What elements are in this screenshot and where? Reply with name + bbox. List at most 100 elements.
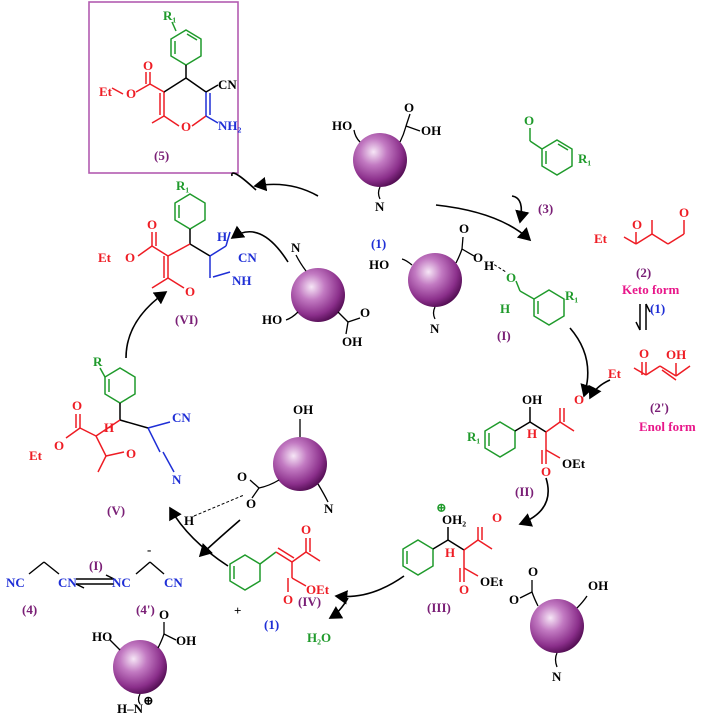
act-ald-h: H <box>500 301 510 316</box>
cat-top-oh: OH <box>421 123 441 138</box>
malononitrile-structures <box>28 561 165 575</box>
ii-o2: O <box>541 464 551 479</box>
mal-nc: NC <box>6 575 25 590</box>
product-ring-o: O <box>181 119 191 134</box>
act-ald-o: O <box>506 270 516 285</box>
v-o-ester: O <box>72 398 82 413</box>
iv-oet: OEt <box>306 582 330 597</box>
vi-o: O <box>125 250 135 265</box>
ketoester-structure <box>623 220 685 245</box>
label-malononitrile-4: (4) <box>22 602 37 617</box>
catalyst-sphere-activated <box>408 253 462 307</box>
label-intermediate-IV: (IV) <box>298 594 321 609</box>
vi-o-ester: O <box>147 217 157 232</box>
cycle-arrows <box>125 172 611 619</box>
act-o: O <box>459 221 469 236</box>
carb-cn: CN <box>164 575 183 590</box>
catalyst-sphere-bottom-right <box>530 599 584 653</box>
cat-v-oh: OH <box>293 402 313 417</box>
plus-sign: + <box>234 603 241 618</box>
label-enol-2prime: (2') <box>650 400 669 415</box>
keto-et: Et <box>594 231 608 246</box>
carb-minus: - <box>147 542 151 557</box>
cat-bl-o: O <box>159 607 169 622</box>
vi-h: H <box>217 229 227 244</box>
product-r1: R₁ <box>163 8 176 23</box>
act-n: N <box>430 321 440 336</box>
intermediate-V-structure <box>65 367 175 473</box>
act-ald-r1: R₁ <box>565 288 578 303</box>
v-et: Et <box>29 448 43 463</box>
label-catalyst-release: (1) <box>264 617 279 632</box>
cat-bl-hn: H–N <box>117 701 144 716</box>
ii-oh: OH <box>522 392 542 407</box>
iii-oet: OEt <box>480 574 504 589</box>
label-keto-form: Keto form <box>622 282 680 297</box>
product-o: O <box>126 86 136 101</box>
activated-bonds <box>401 236 475 320</box>
cat-vi-oh: OH <box>342 334 362 349</box>
cat-top-ho: HO <box>332 118 352 133</box>
iii-oh2: OH₂ <box>442 512 466 527</box>
v-h2: H <box>184 513 194 528</box>
v-r: R <box>93 354 103 369</box>
product-et: Et <box>99 84 113 99</box>
iii-o2: O <box>459 582 469 597</box>
cat-br-ominus: O <box>509 592 519 607</box>
catalyst-sphere-vi <box>291 268 345 322</box>
v-h: H <box>104 420 114 435</box>
vi-ring-o: O <box>185 284 195 299</box>
ii-o: O <box>574 392 584 407</box>
carb-nc: NC <box>112 575 131 590</box>
cat-br-n: N <box>552 669 562 684</box>
ii-r1: R₁ <box>467 429 480 444</box>
label-malononitrile-catalyst: (I) <box>89 558 103 573</box>
v-o-keto: O <box>126 446 136 461</box>
hbond-activated <box>489 261 507 273</box>
ii-oet: OEt <box>562 456 586 471</box>
cat-vi-o: O <box>360 305 370 320</box>
catalyst-v-bonds <box>249 419 329 503</box>
cat-br-oh: OH <box>588 578 608 593</box>
label-aldehyde-3: (3) <box>538 201 553 216</box>
cat-v-o1: O <box>237 469 247 484</box>
enol-structure <box>633 362 691 381</box>
mal-cn: CN <box>58 575 77 590</box>
product-ester-o: O <box>143 58 153 73</box>
catalyst-sphere-bottom-left <box>113 640 167 694</box>
cat-bl-oh: OH <box>176 633 196 648</box>
hbond-v <box>193 494 245 517</box>
vi-nh: NH <box>232 273 252 288</box>
product-cn: CN <box>218 77 237 92</box>
catalyst-bottom-left-bonds <box>109 622 177 705</box>
cat-bl-ho: HO <box>92 629 112 644</box>
vi-et: Et <box>98 250 112 265</box>
label-ketoester-2: (2) <box>636 265 651 280</box>
catalyst-sphere-v <box>273 437 327 491</box>
enol-oh: OH <box>666 347 686 362</box>
aldehyde-activated <box>515 280 565 326</box>
ii-h: H <box>527 426 537 441</box>
intermediate-II-structure <box>484 407 575 464</box>
iii-h: H <box>445 545 455 560</box>
label-intermediate-V: (V) <box>107 503 125 518</box>
enol-et: Et <box>608 366 622 381</box>
v-n: N <box>172 472 182 487</box>
label-intermediate-I: (I) <box>497 328 511 343</box>
label-tautomer-catalyst: (1) <box>650 301 665 316</box>
enol-o: O <box>639 346 649 361</box>
aldehyde-structure <box>529 128 573 176</box>
act-ho: HO <box>369 257 389 272</box>
iv-o: O <box>301 522 311 537</box>
cat-vi-n: N <box>291 240 301 255</box>
catalyst-vi-bonds <box>285 254 361 335</box>
catalyst-bottom-right-bonds <box>519 580 588 668</box>
product-structure <box>111 21 219 127</box>
product-box <box>88 1 239 174</box>
act-h: H <box>484 258 494 273</box>
catalyst-top-bonds <box>353 113 421 200</box>
keto-o2: O <box>679 205 689 220</box>
label-water: H₂O <box>307 630 331 645</box>
cat-bl-plus: ⊕ <box>143 693 154 708</box>
